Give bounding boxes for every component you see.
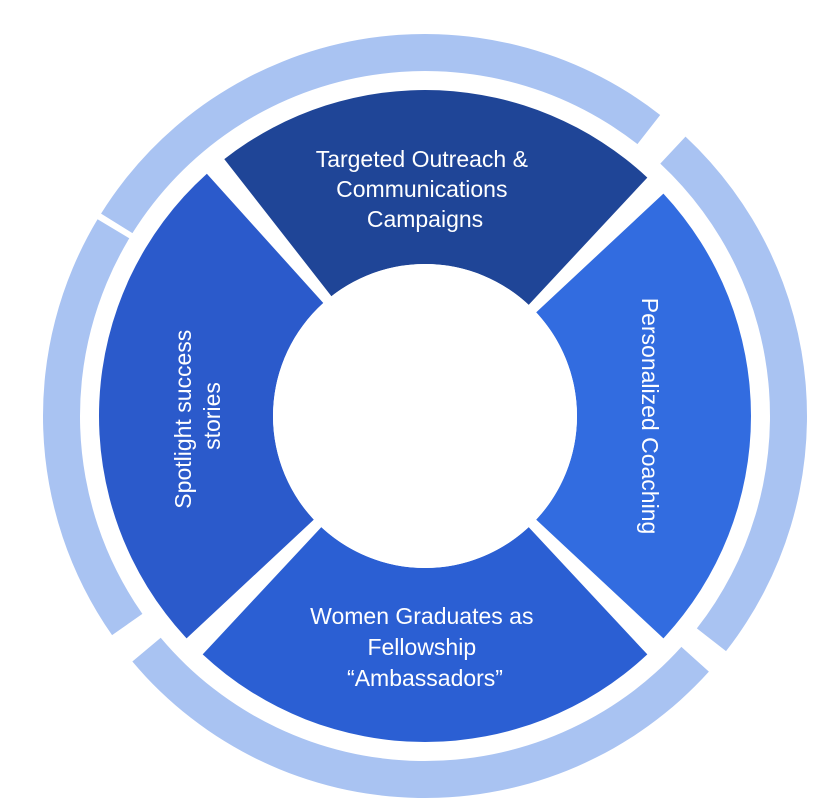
outer-arc-bottom bbox=[132, 637, 709, 798]
segment-label-right: Personalized Coaching bbox=[637, 298, 663, 535]
segment-right bbox=[536, 193, 751, 639]
segment-label-top-line-2: Communications bbox=[336, 176, 507, 202]
segments bbox=[98, 90, 751, 742]
segment-label-left: Spotlight success stories bbox=[170, 323, 225, 508]
segment-left bbox=[98, 173, 324, 639]
outer-arc-right bbox=[660, 136, 807, 652]
segment-label-left-line-2: stories bbox=[199, 382, 225, 450]
outer-arc-left bbox=[42, 219, 143, 636]
segment-label-bottom: Women Graduates as Fellowship “Ambassado… bbox=[310, 603, 540, 691]
segment-top bbox=[224, 90, 648, 305]
outer-ring bbox=[42, 34, 807, 798]
segment-label-top-line-3: Campaigns bbox=[367, 206, 483, 232]
segment-label-top: Targeted Outreach & Communications Campa… bbox=[316, 146, 535, 232]
center-circle bbox=[273, 264, 577, 568]
segment-label-bottom-line-2: Fellowship bbox=[367, 634, 476, 660]
segment-label-bottom-line-3: “Ambassadors” bbox=[347, 665, 503, 691]
segment-label-left-line-1: Spotlight success bbox=[170, 330, 196, 509]
segment-label-top-line-1: Targeted Outreach & bbox=[316, 146, 528, 172]
segment-label-right-line-1: Personalized Coaching bbox=[637, 298, 663, 535]
outer-arc-top bbox=[101, 34, 661, 234]
segment-label-bottom-line-1: Women Graduates as bbox=[310, 603, 533, 629]
segment-bottom bbox=[202, 527, 648, 742]
